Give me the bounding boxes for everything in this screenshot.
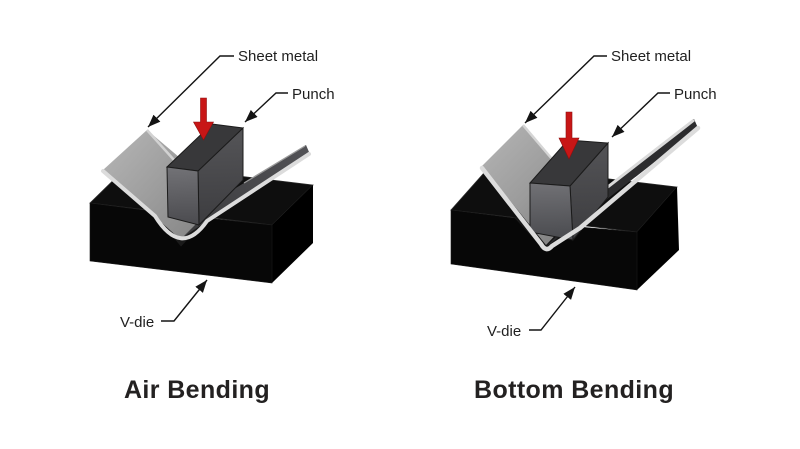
leader-punch: [244, 92, 288, 123]
leader-sheet-metal: [524, 55, 607, 124]
leader-sheet-metal: [147, 55, 234, 128]
sheet-thickness-edge: [479, 125, 701, 252]
diagram-title-bottom-bending: Bottom Bending: [474, 376, 674, 404]
punch-end-face: [166, 166, 200, 226]
sheet-left-flange-edge-highlight: [522, 124, 553, 160]
label-sheet-metal: Sheet metal: [611, 48, 691, 65]
die-right-face: [637, 187, 679, 290]
label-v-die: V-die: [120, 314, 154, 331]
punch-end-face: [529, 182, 574, 241]
sheet-left-flange-edge-highlight: [146, 129, 175, 161]
die-right-face: [272, 185, 313, 283]
punch-block: [528, 139, 610, 242]
label-sheet-metal: Sheet metal: [238, 48, 318, 65]
diagram-title-air-bending: Air Bending: [124, 376, 270, 404]
leader-v-die: [529, 286, 576, 331]
label-punch: Punch: [674, 86, 717, 103]
label-punch: Punch: [292, 86, 335, 103]
air-bending-diagram: Sheet metal Punch V-die Air Bending: [89, 48, 335, 404]
label-v-die: V-die: [487, 323, 521, 340]
punch-block: [165, 123, 245, 227]
sheet-thickness-edge: [101, 152, 311, 241]
force-arrow: [192, 97, 215, 141]
force-arrow: [558, 111, 580, 160]
leader-v-die: [161, 279, 208, 322]
sheet-right-flange-top-edge: [243, 145, 306, 184]
leader-punch: [611, 92, 670, 138]
bottom-bending-diagram: Sheet metal Punch V-die Bottom Bending: [450, 48, 717, 404]
